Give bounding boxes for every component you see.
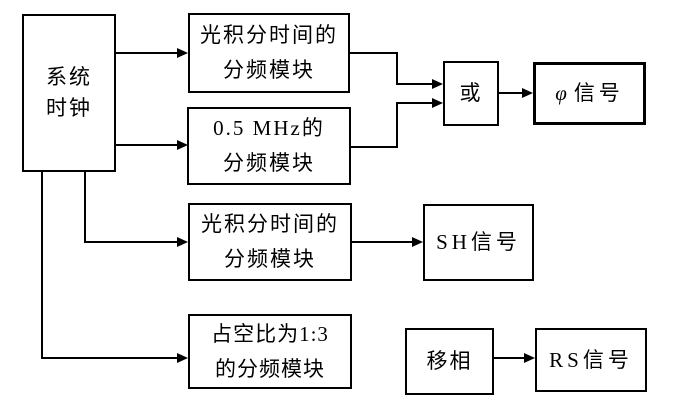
or-gate-label: 或 [459, 81, 483, 105]
phase-shifter-box: 移相 [405, 328, 494, 395]
connector-optical-top-to-or-v [396, 52, 398, 85]
connector-optical-mid-to-sh [352, 241, 414, 243]
connector-mhz-to-or-h2 [396, 102, 434, 104]
duty-divider-line2: 的分频模块 [215, 356, 325, 381]
optical-divider-mid-line2: 分频模块 [224, 247, 316, 271]
connector-clock-to-optical-top [115, 52, 179, 54]
connector-shifter-to-rs [493, 357, 526, 359]
connector-optical-top-to-or-h1 [350, 52, 398, 54]
connector-mhz-to-or-v [396, 102, 398, 148]
connector-clock-to-mhz [115, 144, 179, 146]
or-gate-box: 或 [443, 61, 499, 126]
system-clock-label-line2: 时钟 [46, 96, 92, 120]
duty-divider-line1: 占空比为1:3 [211, 321, 329, 346]
arrowhead-icon-optical-top-to-or [432, 79, 443, 89]
connector-or-to-phi [498, 92, 524, 94]
sh-signal-label: SH信号 [436, 230, 521, 254]
system-clock-box: 系统 时钟 [22, 14, 116, 172]
rs-signal-box: RS信号 [535, 328, 647, 392]
mhz-divider-box: 0.5 MHz的 分频模块 [187, 107, 351, 185]
optical-divider-top-line1: 光积分时间的 [200, 23, 338, 47]
connector-optical-top-to-or-h2 [396, 83, 434, 85]
mhz-divider-line1: 0.5 MHz的 [213, 116, 325, 140]
connector-clock-to-optical-mid-v [84, 171, 86, 243]
arrowhead-icon-clock-to-duty [177, 353, 188, 363]
mhz-divider-line2: 分频模块 [223, 151, 315, 175]
connector-clock-to-duty-h [41, 357, 179, 359]
arrowhead-icon-clock-to-optical-mid [177, 237, 188, 247]
connector-clock-to-optical-mid-h [84, 241, 179, 243]
optical-divider-mid-line1: 光积分时间的 [201, 212, 339, 236]
arrowhead-icon-clock-to-optical-top [177, 48, 188, 58]
arrowhead-icon-clock-to-mhz [177, 140, 188, 150]
optical-integration-divider-mid-box: 光积分时间的 分频模块 [188, 203, 352, 281]
optical-divider-top-line2: 分频模块 [223, 58, 315, 82]
phi-symbol: φ [555, 81, 567, 105]
arrowhead-icon-or-to-phi [522, 88, 533, 98]
rs-signal-label: RS信号 [549, 347, 633, 372]
arrowhead-icon-shifter-to-rs [524, 353, 535, 363]
sh-signal-box: SH信号 [423, 204, 534, 281]
phase-shifter-label: 移相 [426, 349, 473, 373]
connector-mhz-to-or-h1 [351, 146, 398, 148]
arrowhead-icon-mhz-to-or [432, 98, 443, 108]
phi-signal-label: 信号 [573, 81, 624, 105]
phi-signal-box: φ 信号 [533, 62, 646, 125]
duty-ratio-divider-box: 占空比为1:3 的分频模块 [188, 314, 352, 389]
system-clock-label-line1: 系统 [46, 65, 92, 89]
arrowhead-icon-optical-mid-to-sh [412, 237, 423, 247]
connector-clock-to-duty-v [41, 171, 43, 359]
optical-integration-divider-top-box: 光积分时间的 分频模块 [188, 13, 350, 93]
